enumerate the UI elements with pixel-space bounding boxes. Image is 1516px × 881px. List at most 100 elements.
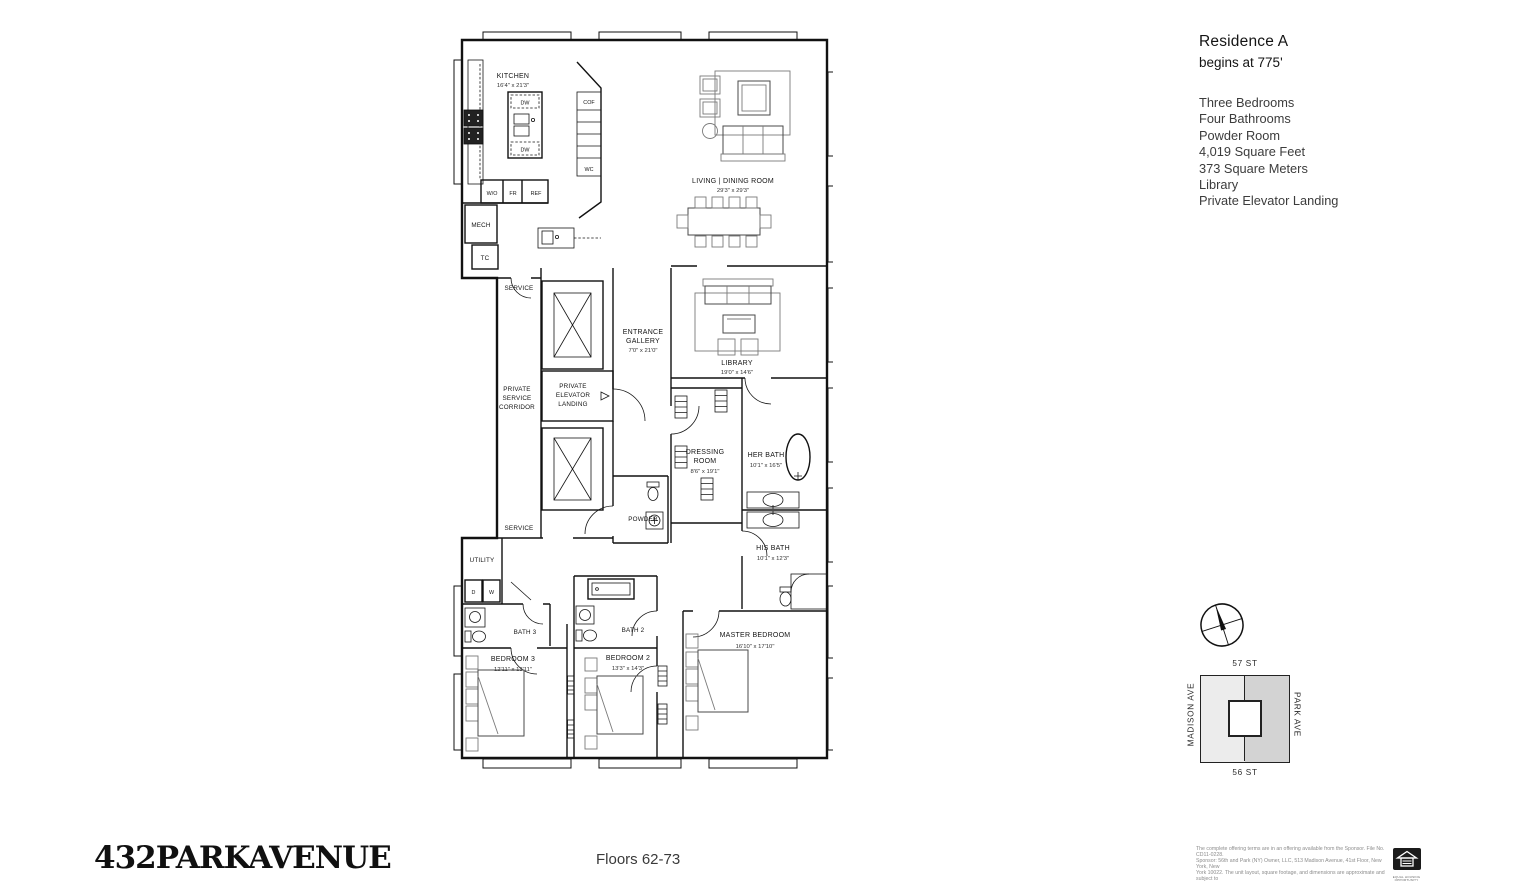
equal-housing-house-icon bbox=[1392, 848, 1421, 870]
living-dining-furniture bbox=[676, 70, 791, 248]
feature-list: Three Bedrooms Four Bathrooms Powder Roo… bbox=[1199, 95, 1338, 210]
his-bath-label: HIS BATH bbox=[756, 545, 790, 552]
bath3-sink-icon bbox=[469, 611, 481, 623]
coffee-label: COF bbox=[583, 100, 595, 106]
bath2-label: BATH 2 bbox=[622, 627, 645, 634]
service-corridor-label-3: CORRIDOR bbox=[499, 404, 535, 411]
island-faucet-icon bbox=[531, 118, 536, 123]
library-label: LIBRARY bbox=[721, 360, 753, 367]
dryer-box bbox=[464, 579, 483, 603]
master-bedroom-label: MASTER BEDROOM bbox=[720, 632, 791, 639]
library-dims: 19'0" x 14'6" bbox=[721, 370, 753, 376]
service-corridor-label-1: PRIVATE bbox=[503, 386, 530, 393]
dressing-room-label-1: DRESSING bbox=[686, 449, 725, 456]
powder-toilet-icon bbox=[647, 487, 659, 501]
landing-label-2: ELEVATOR bbox=[556, 392, 590, 399]
compass-icon bbox=[1200, 603, 1244, 647]
bath3-toilet-icon bbox=[472, 630, 486, 643]
feature-item: Private Elevator Landing bbox=[1199, 193, 1339, 209]
his-bath-dims: 10'1" x 12'3" bbox=[757, 556, 789, 562]
washer-label: W bbox=[489, 590, 495, 596]
bath-fixtures bbox=[464, 433, 828, 643]
bath2-tub-icon bbox=[587, 578, 635, 600]
master-bedroom-dims: 16'10" x 17'10" bbox=[736, 644, 775, 650]
bedroom2-label: BEDROOM 2 bbox=[606, 655, 650, 662]
kitchen-label: KITCHEN bbox=[497, 73, 529, 80]
living-dining-dims: 29'3" x 29'3" bbox=[717, 188, 749, 194]
washer-oven-label: W/O bbox=[487, 191, 498, 197]
entrance-gallery-label-1: ENTRANCE bbox=[623, 329, 664, 336]
avenue-label-madison: MADISON AVE bbox=[1186, 682, 1196, 747]
feature-item: Library bbox=[1199, 177, 1239, 193]
avenue-label-park: PARK AVE bbox=[1292, 692, 1302, 737]
bath3-label: BATH 3 bbox=[514, 629, 537, 636]
tc-room-outline bbox=[471, 244, 499, 270]
landing-label-3: LANDING bbox=[558, 401, 587, 408]
bedroom3-label: BEDROOM 3 bbox=[491, 656, 535, 663]
range-icon bbox=[463, 109, 484, 127]
exterior-walls bbox=[460, 38, 829, 760]
entrance-gallery-dims: 7'0" x 21'0" bbox=[628, 348, 657, 354]
equal-housing-logo: EQUAL HOUSING OPPORTUNITY bbox=[1391, 848, 1422, 881]
feature-item: 373 Square Meters bbox=[1199, 160, 1308, 176]
service-corridor-label-2: SERVICE bbox=[503, 395, 532, 402]
street-label-57: 57 ST bbox=[1232, 659, 1258, 668]
utility-label: UTILITY bbox=[470, 557, 495, 564]
mech-label: MECH bbox=[471, 222, 491, 229]
disclaimer-line: The complete offering terms are in an of… bbox=[1196, 846, 1385, 858]
wine-cooler-label: WC bbox=[585, 167, 594, 173]
freezer-label: FR bbox=[509, 191, 516, 197]
service-lower-label: SERVICE bbox=[505, 525, 534, 532]
disclaimer-line: Sponsor: 56th and Park (NY) Owner, LLC, … bbox=[1196, 857, 1382, 870]
feature-item: 4,019 Square Feet bbox=[1199, 144, 1306, 160]
legal-disclaimer: The complete offering terms are in an of… bbox=[1196, 846, 1389, 881]
entrance-gallery-label-2: GALLERY bbox=[626, 338, 660, 345]
refrigerator-label: REF bbox=[531, 191, 542, 197]
bedroom-furniture bbox=[465, 633, 749, 752]
bed-3 bbox=[477, 669, 525, 737]
residence-title: Residence A bbox=[1199, 33, 1289, 50]
landing-label-1: PRIVATE bbox=[559, 383, 586, 390]
dryer-label: D bbox=[472, 590, 476, 596]
room-labels: KITCHEN 16'4" x 21'3" LIVING | DINING RO… bbox=[470, 73, 791, 673]
kitchen-dims: 16'4" x 21'3" bbox=[497, 83, 529, 89]
mech-room-outline bbox=[464, 204, 498, 244]
dishwasher-upper-label: DW bbox=[521, 101, 531, 107]
city-block-map bbox=[1200, 675, 1290, 763]
floors-label: Floors 62-73 bbox=[596, 851, 681, 868]
appliance-row bbox=[480, 179, 549, 204]
residence-info-panel: Residence A begins at 775' Three Bedroom… bbox=[1199, 33, 1338, 210]
landing-direction-triangle bbox=[600, 391, 610, 401]
feature-item: Powder Room bbox=[1199, 127, 1281, 143]
elevator-shaft-lower bbox=[541, 427, 604, 511]
door-swings bbox=[510, 277, 772, 693]
dressing-room-label-2: ROOM bbox=[694, 458, 717, 465]
closet-hatches bbox=[567, 389, 728, 739]
facade-columns bbox=[453, 31, 833, 769]
bed-2 bbox=[596, 675, 644, 735]
building-footprint bbox=[1228, 700, 1262, 737]
her-bath-label: HER BATH bbox=[748, 452, 785, 459]
powder-sink-icon bbox=[648, 514, 661, 527]
residence-subtitle: begins at 775' bbox=[1199, 55, 1283, 70]
dressing-room-dims: 8'6" x 19'1" bbox=[690, 469, 719, 475]
living-dining-label: LIVING | DINING ROOM bbox=[692, 178, 774, 185]
library-furniture bbox=[694, 278, 781, 356]
disclaimer-line: York 10022. The unit layout, square foot… bbox=[1196, 869, 1385, 881]
feature-item: Four Bathrooms bbox=[1199, 111, 1291, 127]
bath2-sink-icon bbox=[579, 609, 591, 621]
elevator-shaft-upper bbox=[541, 280, 604, 370]
tc-label: TC bbox=[481, 255, 490, 262]
floor-plan: KITCHEN 16'4" x 21'3" LIVING | DINING RO… bbox=[453, 31, 833, 769]
dishwasher-lower-label: DW bbox=[521, 148, 531, 154]
service-upper-label: SERVICE bbox=[505, 285, 534, 292]
master-bed bbox=[697, 649, 749, 713]
bedroom3-dims: 12'11" x 13'11" bbox=[494, 667, 532, 673]
her-bath-dims: 10'1" x 16'5" bbox=[750, 463, 782, 469]
street-label-56: 56 ST bbox=[1232, 768, 1258, 777]
building-logo: 432PARKAVENUE bbox=[94, 840, 392, 876]
kitchen-island bbox=[507, 91, 543, 159]
kitchen-fixtures bbox=[463, 59, 602, 270]
equal-housing-label: EQUAL HOUSING OPPORTUNITY bbox=[1392, 875, 1421, 881]
